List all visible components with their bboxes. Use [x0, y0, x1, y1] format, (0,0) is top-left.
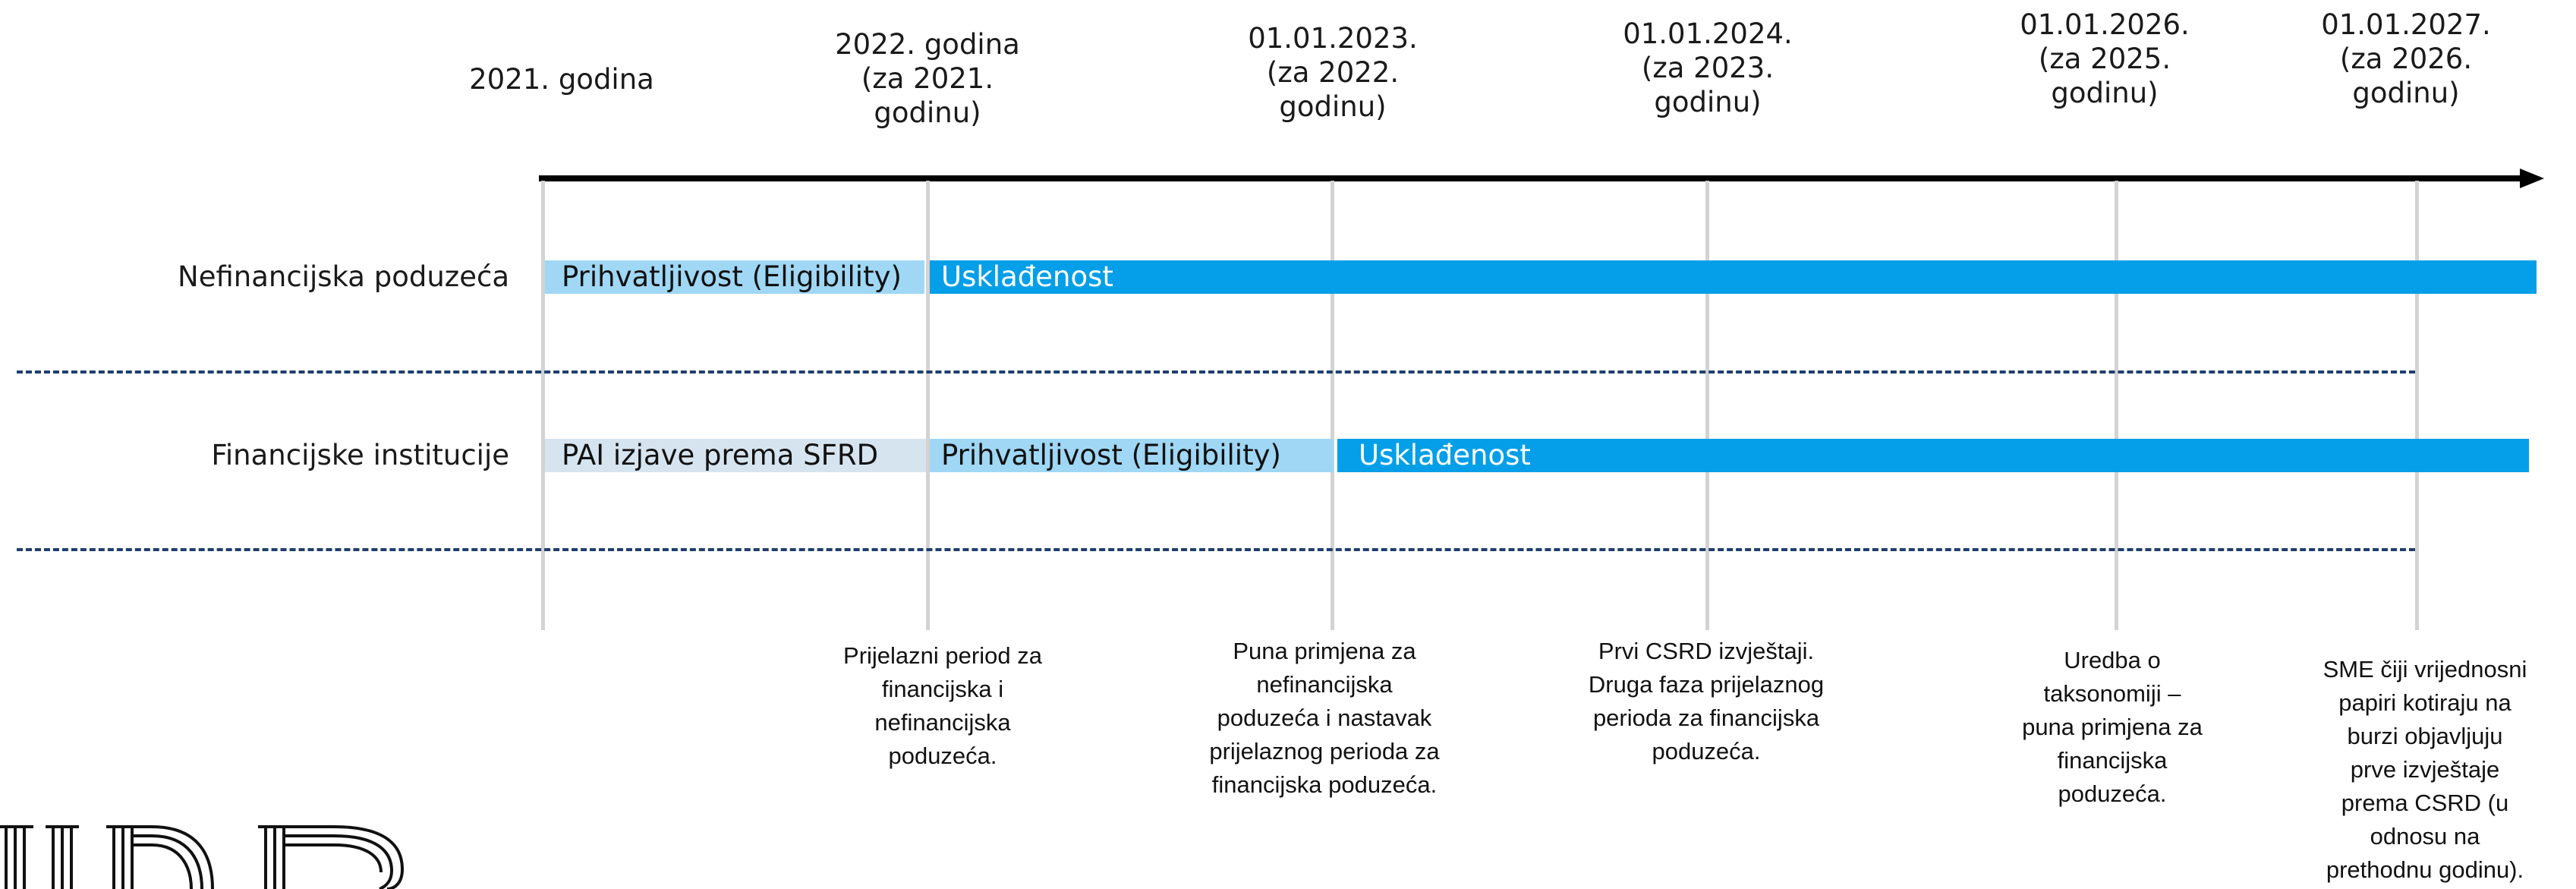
milestone-line-2023	[1331, 181, 1334, 630]
header-line: 2022. godina	[835, 28, 1020, 61]
note-line: nefinancijska	[874, 709, 1011, 736]
note-line: financijska	[2057, 747, 2168, 774]
header-2021: 2021. godina	[448, 62, 675, 96]
header-2023: 01.01.2023. (za 2022. godinu)	[1219, 21, 1447, 124]
note-line: financijska poduzeća.	[1211, 771, 1438, 798]
header-line: 01.01.2027.	[2321, 8, 2491, 41]
company-logo-mark	[0, 825, 405, 889]
segment-alignment-nonfinancial: Usklađenost	[930, 260, 2537, 294]
milestone-line-2026	[2115, 181, 2118, 630]
timeline-axis	[539, 169, 2544, 188]
milestone-note-2026: Uredba o taksonomiji – puna primjena za …	[1968, 644, 2256, 811]
note-line: burzi objavljuju	[2347, 723, 2503, 749]
note-line: papiri kotiraju na	[2338, 689, 2511, 716]
row-divider	[17, 548, 2415, 551]
segment-alignment-financial: Usklađenost	[1337, 439, 2529, 472]
note-line: prethodnu godinu).	[2326, 856, 2524, 883]
milestone-note-2022: Prijelazni period za financijska i nefin…	[798, 639, 1087, 773]
header-line: (za 2021.	[861, 62, 994, 95]
milestone-line-2027	[2415, 181, 2419, 630]
note-line: prema CSRD (u	[2341, 790, 2509, 816]
header-line: godinu)	[1279, 90, 1387, 123]
header-line: (za 2022.	[1266, 56, 1400, 89]
note-line: poduzeća.	[1652, 738, 1761, 764]
segment-pai-sfrd: PAI izjave prema SFRD	[545, 439, 926, 472]
note-line: poduzeća i nastavak	[1217, 705, 1432, 731]
arrow-head-icon	[2520, 169, 2544, 188]
note-line: Puna primjena za	[1233, 638, 1416, 664]
milestone-line-2024	[1705, 181, 1709, 630]
note-line: poduzeća.	[2058, 780, 2167, 807]
milestone-note-2023: Puna primjena za nefinancijska poduzeća …	[1180, 635, 1469, 802]
header-line: (za 2026.	[2339, 43, 2473, 75]
note-line: prve izvještaje	[2350, 756, 2500, 783]
header-line: godinu)	[2051, 77, 2159, 109]
header-line: (za 2025.	[2038, 43, 2171, 75]
segment-eligibility-nonfinancial: Prihvatljivost (Eligibility)	[545, 260, 924, 294]
header-2024: 01.01.2024. (za 2023. godinu)	[1594, 17, 1822, 119]
milestone-line-2021	[541, 181, 545, 630]
header-line: 2021. godina	[469, 63, 654, 96]
note-line: Druga faza prijelaznog	[1588, 671, 1825, 698]
note-line: prijelaznog perioda za	[1209, 738, 1440, 764]
note-line: taksonomiji –	[2043, 680, 2181, 707]
header-line: 01.01.2026.	[2020, 8, 2190, 41]
note-line: puna primjena za	[2022, 714, 2203, 740]
row-label-nonfinancial: Nefinancijska poduzeća	[178, 260, 509, 293]
note-line: odnosu na	[2370, 823, 2480, 850]
milestone-line-2022	[926, 181, 930, 630]
header-line: godinu)	[1654, 86, 1762, 118]
header-line: 01.01.2024.	[1623, 17, 1793, 50]
header-2027: 01.01.2027. (za 2026. godinu)	[2292, 8, 2520, 110]
milestone-note-2024: Prvi CSRD izvještaji. Druga faza prijela…	[1562, 635, 1850, 768]
header-line: (za 2023.	[1641, 52, 1775, 84]
header-line: godinu)	[2352, 77, 2460, 109]
note-line: poduzeća.	[888, 742, 997, 769]
note-line: Prijelazni period za	[843, 642, 1042, 669]
header-line: godinu)	[874, 96, 981, 129]
header-2026: 01.01.2026. (za 2025. godinu)	[1991, 8, 2219, 110]
note-line: financijska i	[881, 676, 1004, 702]
header-line: 01.01.2023.	[1248, 22, 1418, 55]
note-line: Prvi CSRD izvještaji.	[1598, 638, 1815, 664]
segment-eligibility-financial: Prihvatljivost (Eligibility)	[930, 439, 1334, 472]
milestone-note-2027: SME čiji vrijednosni papiri kotiraju na …	[2296, 653, 2554, 887]
row-label-financial: Financijske institucije	[211, 439, 509, 471]
note-line: Uredba o	[2064, 647, 2161, 673]
header-2022: 2022. godina (za 2021. godinu)	[814, 27, 1041, 130]
note-line: SME čiji vrijednosni	[2322, 656, 2527, 683]
row-divider	[17, 370, 2415, 374]
note-line: perioda za financijska	[1592, 705, 1820, 731]
note-line: nefinancijska	[1256, 671, 1393, 698]
